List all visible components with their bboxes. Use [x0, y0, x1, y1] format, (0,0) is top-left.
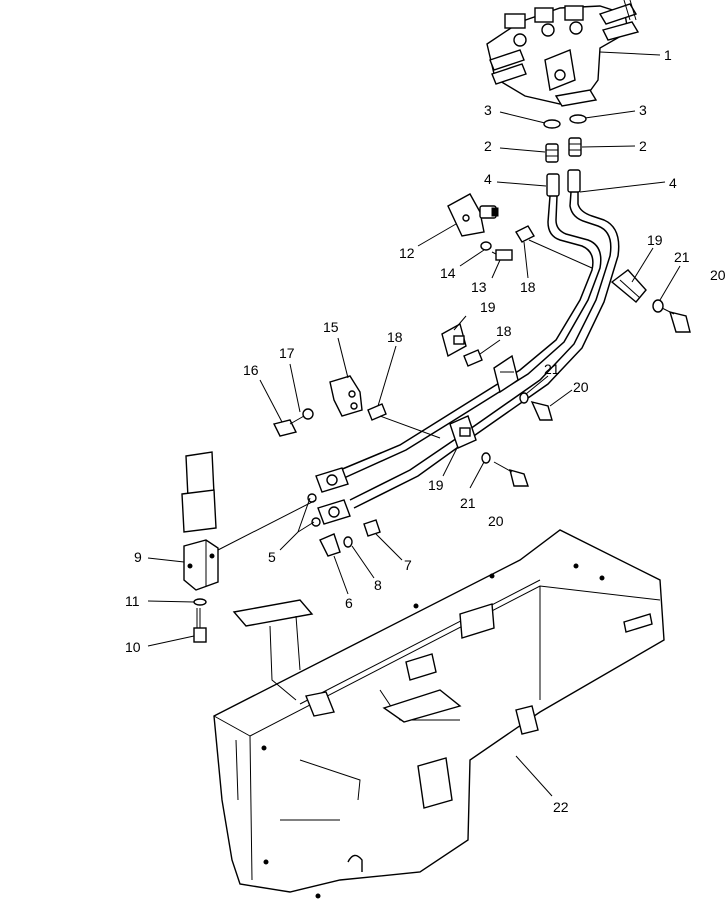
washer-21-middle: [519, 392, 529, 404]
washer-17: [302, 408, 314, 420]
callout-3-right: 3: [639, 102, 647, 118]
callout-22: 22: [553, 799, 569, 815]
callout-20-middle: 20: [573, 379, 589, 395]
callout-21-middle: 21: [544, 361, 560, 377]
callout-8: 8: [374, 577, 382, 593]
callout-5: 5: [268, 549, 276, 565]
hose-assembly: [339, 169, 620, 509]
washer-21-right: [652, 299, 664, 313]
o-ring-right: [569, 114, 587, 124]
bolt-16: [272, 415, 305, 437]
callout-3-left: 3: [484, 102, 492, 118]
pin-18-top: [515, 225, 535, 243]
bracket-12: [447, 193, 499, 237]
adapter-left: [545, 143, 559, 163]
callout-19-right: 19: [647, 232, 663, 248]
callout-10: 10: [125, 639, 141, 655]
hose-flanges: [315, 467, 351, 525]
callout-2-left: 2: [484, 138, 492, 154]
callout-4-left: 4: [484, 171, 492, 187]
callout-4-right: 4: [669, 175, 677, 191]
bracket-15: [329, 375, 363, 417]
block-9: [183, 539, 219, 591]
callout-14: 14: [440, 265, 456, 281]
cover-plate: [181, 451, 217, 533]
callout-18-middle: 18: [496, 323, 512, 339]
clamp-19-middle: [441, 322, 467, 358]
callout-21-right: 21: [674, 249, 690, 265]
callout-labels: 1 3 3 2 2 4 4 12 14 13 18 19 21 20 19 18…: [125, 47, 726, 815]
callout-12: 12: [399, 245, 415, 261]
callout-15: 15: [323, 319, 339, 335]
callout-18-top: 18: [520, 279, 536, 295]
washer-8: [343, 536, 353, 548]
clamp-19-lower: [449, 415, 477, 449]
callout-20-lower: 20: [488, 513, 504, 529]
washer-14: [480, 241, 492, 251]
callout-11: 11: [125, 593, 140, 609]
callout-7: 7: [404, 557, 412, 573]
callout-17: 17: [279, 345, 295, 361]
callout-19-middle: 19: [480, 299, 496, 315]
callout-21-lower: 21: [460, 495, 476, 511]
callout-6: 6: [345, 595, 353, 611]
leader-lines: [147, 51, 681, 797]
clamp-19-right: [610, 269, 647, 303]
bolt-7: [363, 519, 381, 537]
o-ring-5-bottom: [311, 517, 321, 527]
callout-2-right: 2: [639, 138, 647, 154]
pin-18-middle: [463, 349, 483, 367]
bolt-20-right: [661, 307, 691, 333]
frame-22: [213, 529, 665, 899]
washer-11: [193, 598, 207, 606]
o-ring-left: [543, 119, 561, 129]
bolt-13: [491, 249, 513, 261]
bolt-10: [193, 608, 207, 643]
callout-18-left: 18: [387, 329, 403, 345]
callout-1: 1: [664, 47, 672, 63]
bolt-20-lower: [493, 461, 529, 487]
clip-6: [319, 533, 341, 557]
pin-18-left: [367, 403, 387, 421]
callout-16: 16: [243, 362, 259, 378]
callout-13: 13: [471, 279, 487, 295]
callout-19-lower: 19: [428, 477, 444, 493]
control-valve: [486, 0, 640, 107]
callout-20-right: 20: [710, 267, 726, 283]
bolt-20-middle: [530, 400, 553, 421]
adapter-right: [568, 137, 582, 157]
callout-9: 9: [134, 549, 142, 565]
hose-clamp: [493, 354, 519, 394]
washer-21-lower: [481, 452, 491, 464]
